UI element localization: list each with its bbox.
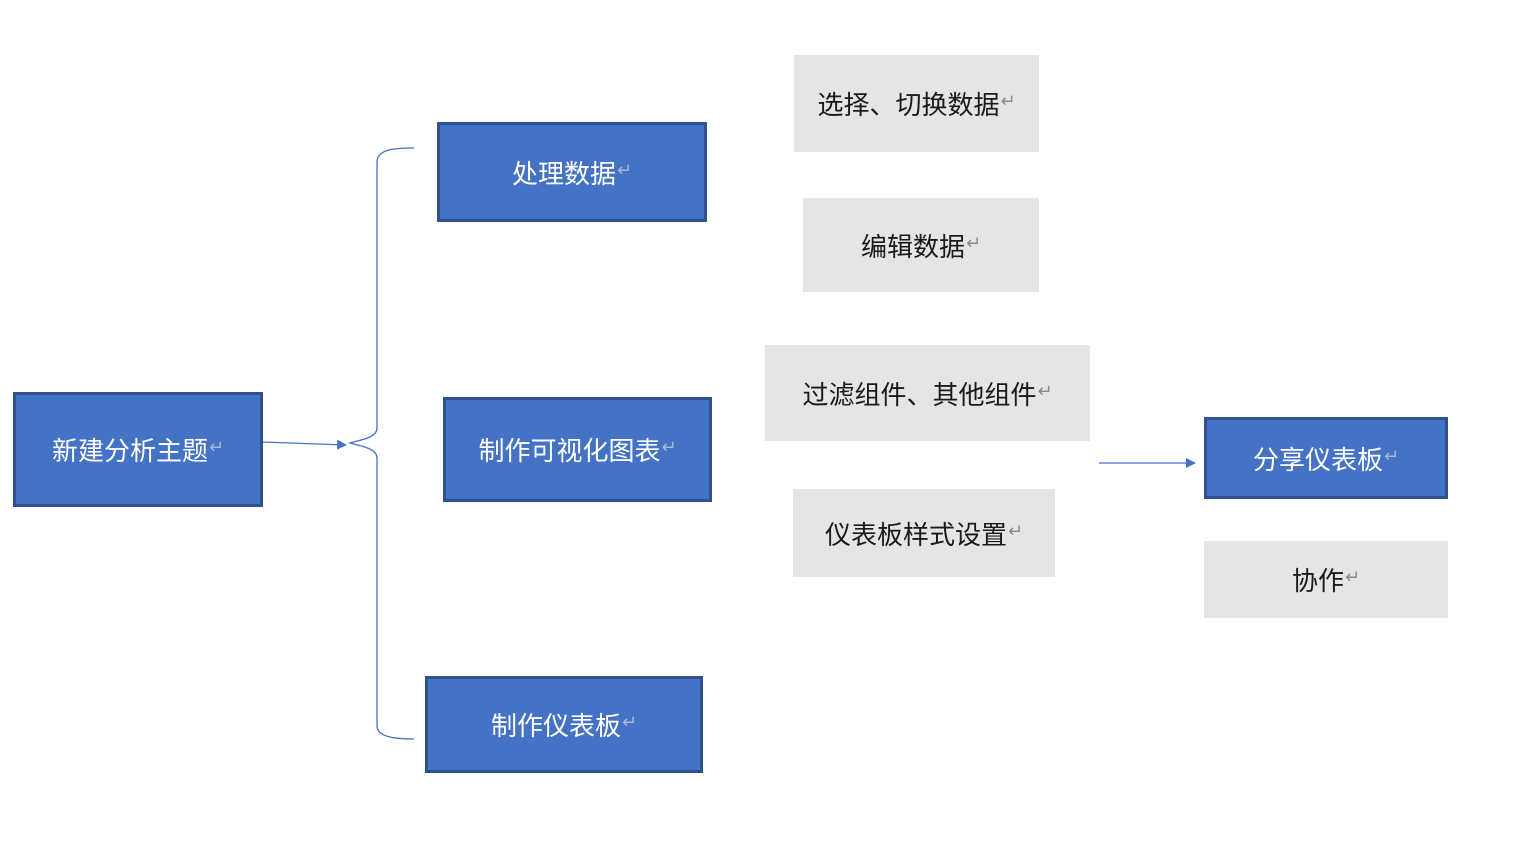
paragraph-mark-icon: ↵ — [1383, 445, 1400, 467]
node-label: 选择、切换数据 — [817, 91, 1000, 121]
paragraph-mark-icon: ↵ — [208, 437, 225, 458]
paragraph-mark-icon: ↵ — [621, 712, 638, 733]
node-process-data: 处理数据↵ — [437, 122, 707, 222]
node-label: 制作可视化图表 — [478, 437, 661, 467]
node-share-dashboard: 分享仪表板↵ — [1204, 417, 1448, 499]
node-label: 制作仪表板 — [490, 712, 621, 742]
paragraph-mark-icon: ↵ — [661, 437, 677, 458]
paragraph-mark-icon: ↵ — [965, 232, 982, 254]
paragraph-mark-icon: ↵ — [1037, 380, 1053, 402]
node-label: 新建分析主题 — [51, 437, 208, 467]
node-label: 过滤组件、其他组件 — [802, 380, 1037, 411]
node-label: 分享仪表板 — [1252, 445, 1383, 476]
node-label: 处理数据 — [511, 159, 616, 190]
node-make-chart: 制作可视化图表↵ — [443, 397, 712, 502]
node-collaborate: 协作↵ — [1204, 541, 1448, 618]
node-new-analysis-topic: 新建分析主题↵ — [13, 392, 263, 507]
node-label: 编辑数据 — [860, 232, 965, 263]
node-select-switch-data: 选择、切换数据↵ — [794, 55, 1039, 152]
paragraph-mark-icon: ↵ — [1344, 567, 1361, 588]
root-to-branch-arrow — [261, 439, 347, 450]
branch-brace — [347, 147, 415, 740]
node-filter-components: 过滤组件、其他组件↵ — [765, 345, 1090, 441]
paragraph-mark-icon: ↵ — [616, 159, 633, 181]
node-dashboard-style: 仪表板样式设置↵ — [793, 489, 1055, 577]
paragraph-mark-icon: ↵ — [1007, 520, 1024, 542]
node-make-dashboard: 制作仪表板↵ — [425, 676, 703, 773]
node-label: 协作 — [1291, 567, 1344, 597]
node-edit-data: 编辑数据↵ — [803, 198, 1039, 292]
paragraph-mark-icon: ↵ — [1000, 91, 1016, 112]
node-label: 仪表板样式设置 — [824, 520, 1007, 551]
